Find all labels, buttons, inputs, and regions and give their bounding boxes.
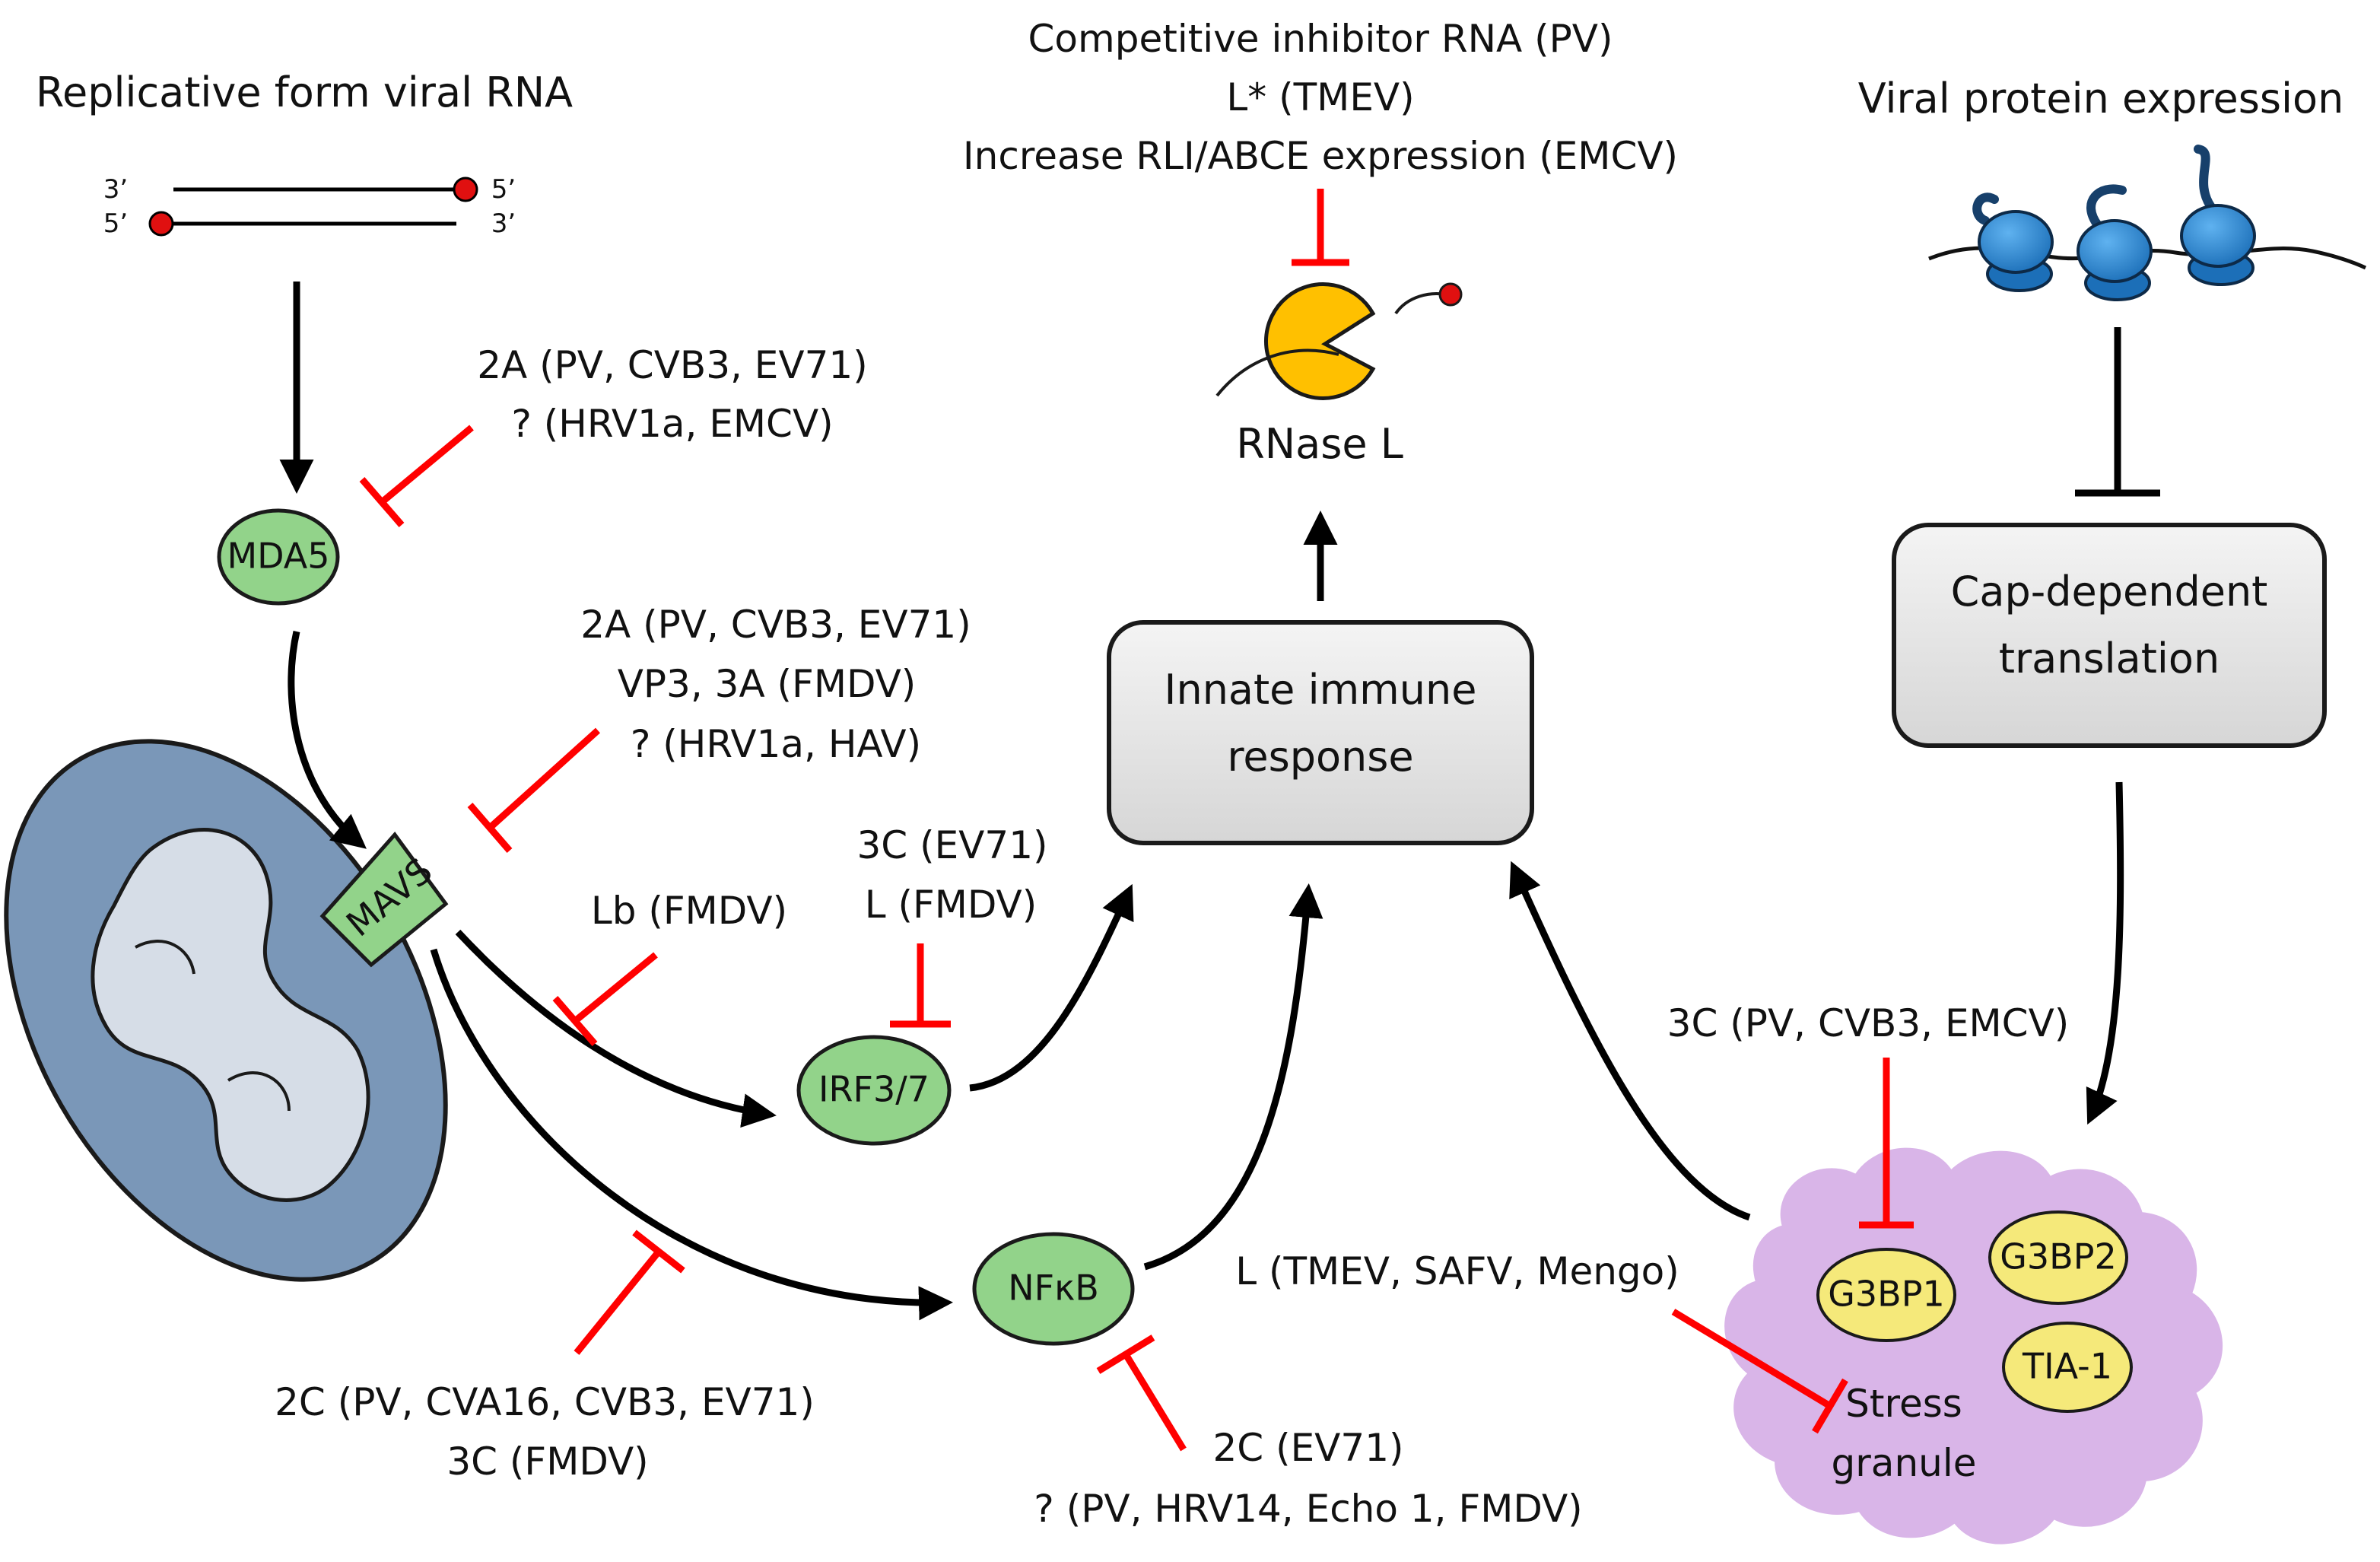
rna-end-label: 3’ (103, 174, 128, 205)
mda5-label: MDA5 (227, 536, 329, 577)
rna-end-label: 5’ (103, 208, 128, 239)
replicative-rna-header: Replicative form viral RNA (36, 68, 573, 116)
inhibition-lb (552, 952, 658, 1046)
rna-end-label: 3’ (491, 208, 516, 239)
cap-translation-box: Cap-dependent translation (1892, 523, 2327, 748)
cap-label-line1: Cap-dependent (1951, 568, 2268, 616)
stress-inhibitor-label: L (TMEV, SAFV, Mengo) (1235, 1249, 1679, 1293)
irf-node: IRF3/7 (796, 1035, 952, 1146)
ribosome-icon (1928, 145, 2367, 301)
rnase-inhibitor-line1: Competitive inhibitor RNA (PV) (1028, 17, 1613, 61)
cap-label-line2: translation (1999, 635, 2220, 682)
lb-inhibitor-label: Lb (FMDV) (591, 889, 787, 933)
nfkb-inhibitor-line1: 2C (EV71) (1212, 1426, 1403, 1470)
dsrna-icon (148, 177, 478, 237)
irf-inhibitor-line1: 3C (EV71) (856, 823, 1047, 867)
irf-inhibitor-line2: L (FMDV) (865, 883, 1037, 927)
mda5-node: MDA5 (217, 508, 340, 606)
mavs-inhibitor-line3: ? (HRV1a, HAV) (631, 722, 921, 766)
innate-label-line2: response (1227, 733, 1413, 781)
tia1-node: TIA-1 (2002, 1322, 2133, 1413)
rnase-l-icon (1215, 282, 1463, 400)
g3bp1-label: G3BP1 (1828, 1274, 1944, 1315)
g3bp1-inhibitor-label: 3C (PV, CVB3, EMCV) (1667, 1001, 2070, 1045)
arrow-cap-to-stress (2086, 781, 2124, 1125)
pathway-2c-inhibitor-line1: 2C (PV, CVA16, CVB3, EV71) (275, 1380, 815, 1424)
stress-granule-label-line2: granule (1832, 1441, 1977, 1485)
rnase-l-label: RNase L (1236, 420, 1403, 468)
rnase-inhibitor-line3: Increase RLI/ABCE expression (EMCV) (963, 134, 1678, 178)
pathway-2c-inhibitor-line2: 3C (FMDV) (446, 1440, 648, 1484)
nfkb-label: NFκB (1008, 1268, 1099, 1309)
inhibition-stress-granule (1671, 1309, 1848, 1434)
inhibition-2c-pathway (574, 1230, 685, 1355)
arrow-mda5-to-mavs (288, 631, 367, 849)
inhibition-protein-to-cap (2075, 327, 2160, 497)
arrow-mavs-to-nfkb (430, 948, 953, 1321)
nfkb-node: NFκB (972, 1232, 1135, 1346)
innate-label-line1: Innate immune (1165, 666, 1477, 714)
inhibition-mda5 (359, 425, 474, 527)
arrow-stress-to-innate (1509, 861, 1751, 1221)
innate-immune-box: Innate immune response (1107, 620, 1534, 845)
nfkb-inhibitor-line2: ? (PV, HRV14, Echo 1, FMDV) (1034, 1487, 1582, 1531)
mavs-inhibitor-line1: 2A (PV, CVB3, EV71) (580, 603, 971, 647)
rna-end-label: 5’ (491, 174, 516, 205)
irf-label: IRF3/7 (818, 1069, 929, 1110)
inhibition-irf (890, 943, 951, 1028)
stress-granule-label-line1: Stress (1845, 1382, 1962, 1426)
arrow-irf-to-innate (969, 883, 1134, 1092)
g3bp2-label: G3BP2 (2000, 1236, 2116, 1277)
rnase-inhibitor-line2: L* (TMEV) (1226, 75, 1414, 119)
arrow-mavs-to-irf (455, 929, 777, 1128)
inhibition-rnase (1292, 189, 1349, 266)
viral-protein-header: Viral protein expression (1858, 75, 2344, 122)
mavs-inhibitor-line2: VP3, 3A (FMDV) (618, 662, 917, 706)
inhibition-mavs (467, 727, 601, 853)
mda5-inhibitor-line1: 2A (PV, CVB3, EV71) (477, 343, 868, 387)
inhibition-g3bp1 (1859, 1058, 1914, 1229)
inhibition-nfkb (1096, 1335, 1187, 1452)
mitochondrion-icon (4, 739, 448, 1282)
arrow-nfkb-to-innate (1143, 883, 1323, 1271)
tia1-label: TIA-1 (2022, 1346, 2112, 1387)
mda5-inhibitor-line2: ? (HRV1a, EMCV) (511, 402, 833, 446)
g3bp2-node: G3BP2 (1988, 1210, 2128, 1305)
g3bp1-node: G3BP1 (1816, 1248, 1956, 1342)
